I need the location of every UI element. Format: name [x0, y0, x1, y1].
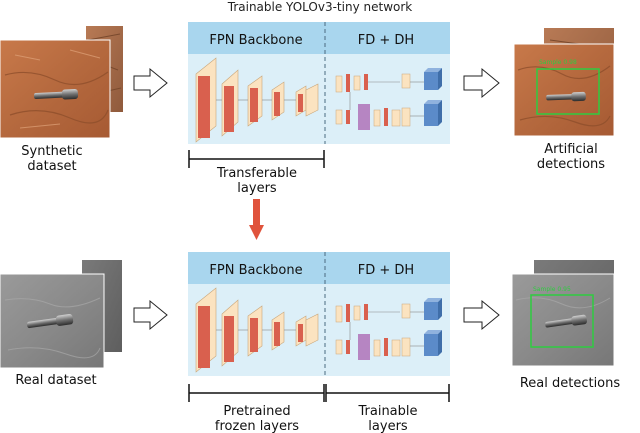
synthetic-dataset-label: Synthetic dataset: [0, 144, 104, 174]
artificial-detection-images: Sample 0.98: [513, 28, 615, 137]
transferable-layers-label: Transferable layers: [189, 166, 325, 196]
top-head-header: FD + DH: [358, 33, 414, 48]
arrow-bottom-input-icon: [133, 299, 168, 331]
synthetic-dataset-label-text: Synthetic dataset: [21, 144, 83, 174]
top-detection-label: Sample 0.98: [539, 59, 577, 66]
bottom-head-layers: [335, 298, 442, 360]
real-dataset-label: Real dataset: [15, 373, 97, 388]
top-backbone-layers: [195, 57, 319, 143]
pretrained-frozen-layers-label-text: Pretrained frozen layers: [214, 404, 300, 433]
pretrained-frozen-layers-label: Pretrained frozen layers: [180, 404, 334, 433]
synthetic-dataset-images: [0, 26, 123, 139]
arrow-bottom-output-icon: [463, 299, 500, 331]
real-detections-label: Real detections: [519, 376, 621, 391]
bottom-detection-label: Sample 0.95: [533, 286, 571, 293]
bottom-backbone-header: FPN Backbone: [209, 263, 302, 278]
top-backbone-header: FPN Backbone: [209, 33, 302, 48]
bottom-network-panel: FPN Backbone FD + DH: [188, 252, 450, 376]
bottom-backbone-layers: [195, 287, 319, 373]
real-dataset-images: [0, 260, 122, 369]
top-network-panel: FPN Backbone FD + DH: [188, 22, 450, 144]
trainable-layers-label-text: Trainable layers: [358, 404, 418, 433]
top-head-layers: [335, 68, 442, 130]
arrow-top-output-icon: [463, 67, 500, 99]
bottom-trainable-bracket: [325, 384, 450, 402]
artificial-detections-label: Artificial detections: [506, 142, 636, 172]
bottom-frozen-bracket: [188, 384, 325, 402]
top-transferable-bracket: [188, 150, 325, 168]
bottom-head-header: FD + DH: [358, 263, 414, 278]
real-detection-images: Sample 0.95: [511, 260, 615, 367]
trainable-layers-label: Trainable layers: [326, 404, 450, 433]
diagram-title: Trainable YOLOv3-tiny network: [227, 0, 413, 14]
top-detection-box: [536, 68, 600, 115]
artificial-detections-label-text: Artificial detections: [536, 142, 606, 172]
transferable-layers-label-text: Transferable layers: [216, 166, 298, 196]
transfer-arrow-icon: [249, 199, 264, 240]
bottom-detection-box: [530, 294, 594, 348]
arrow-top-input-icon: [133, 67, 168, 99]
